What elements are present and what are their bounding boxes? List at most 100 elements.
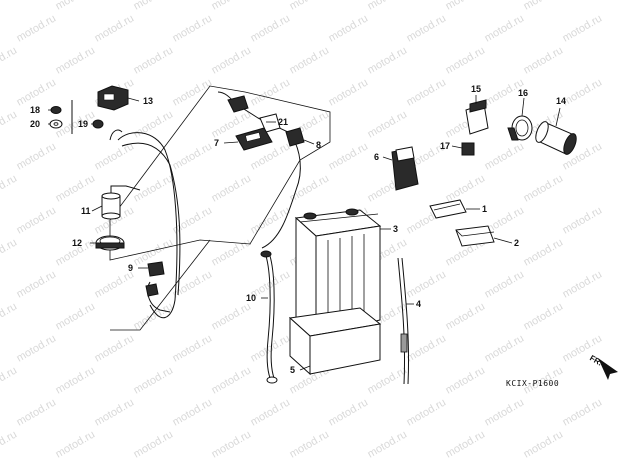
watermark-text: motod.ru [210,428,254,460]
watermark-text: motod.ru [483,140,527,172]
watermark-text: motod.ru [132,428,176,460]
part-connector-8 [285,127,305,147]
watermark-text: motod.ru [0,0,19,13]
watermark-text: motod.ru [93,268,137,300]
part-cable-10 [260,250,278,384]
watermark-text: motod.ru [405,268,449,300]
watermark-text: motod.ru [210,0,254,13]
watermark-text: motod.ru [210,172,254,204]
callout-19: 19 [78,119,88,129]
watermark-text: motod.ru [483,268,527,300]
part-coil-13 [97,85,129,111]
watermark-text: motod.ru [15,396,59,428]
watermark-text: motod.ru [249,12,293,44]
part-cover-1 [429,199,467,219]
watermark-text: motod.ru [171,396,215,428]
watermark-text: motod.ru [0,108,19,140]
cable-right [261,135,301,249]
watermark-text: motod.ru [327,140,371,172]
watermark-text: motod.ru [54,428,98,460]
watermark-text: motod.ru [0,44,19,76]
watermark-text: motod.ru [366,364,410,396]
watermark-text: motod.ru [522,300,566,332]
watermark-text: motod.ru [0,364,19,396]
watermark-text: motod.ru [249,332,293,364]
callout-17: 17 [440,141,450,151]
watermark-text: motod.ru [327,396,371,428]
watermark-text: motod.ru [249,396,293,428]
watermark-text: motod.ru [522,428,566,460]
watermark-text: motod.ru [54,44,98,76]
watermark-text: motod.ru [15,268,59,300]
part-relay-15 [465,99,489,135]
part-fuse-holder-7 [235,127,273,151]
watermark-text: motod.ru [54,300,98,332]
watermark-text: motod.ru [171,76,215,108]
watermark-text: motod.ru [93,332,137,364]
part-cylinder-14 [535,121,577,155]
part-nut-19 [92,119,104,129]
watermark-text: motod.ru [171,268,215,300]
part-regulator-6 [391,146,419,191]
watermark-text: motod.ru [405,332,449,364]
watermark-text: motod.ru [288,172,332,204]
watermark-text: motod.ru [171,332,215,364]
watermark-text: motod.ru [15,76,59,108]
cable-end [109,129,123,141]
watermark-text: motod.ru [210,364,254,396]
watermark-text: motod.ru [93,396,137,428]
watermark-text: motod.ru [15,140,59,172]
watermark-text: motod.ru [444,428,488,460]
part-bracket-16 [507,115,533,141]
main-cable [117,132,178,318]
callout-18: 18 [30,105,40,115]
watermark-text: motod.ru [288,428,332,460]
part-washer-20 [49,119,63,129]
watermark-text: motod.ru [522,172,566,204]
leader-lines [48,95,561,371]
watermark-text: motod.ru [249,76,293,108]
callout-21: 21 [278,117,288,127]
callout-10: 10 [246,293,256,303]
callout-labels: 13 18 20 19 21 7 8 11 12 9 10 5 3 4 6 1 … [30,84,604,388]
watermark-text: motod.ru [288,0,332,13]
callout-3: 3 [393,224,398,234]
harness-outline [109,85,331,261]
part-relay-17 [461,142,475,156]
callout-2: 2 [514,238,519,248]
watermark-text: motod.ru [171,12,215,44]
watermark-text: motod.ru [132,172,176,204]
watermark-text: motod.ru [54,172,98,204]
part-terminal-9 [145,261,171,313]
callout-15: 15 [471,84,481,94]
watermark-text: motod.ru [15,332,59,364]
callout-14: 14 [556,96,566,106]
callout-12: 12 [72,238,82,248]
part-clamp-12 [95,235,125,251]
watermark-text: motod.ru [366,428,410,460]
watermark-text: motod.ru [132,44,176,76]
watermark-text: motod.ru [0,300,19,332]
watermark-text: motod.ru [132,108,176,140]
callout-11: 11 [81,206,91,216]
watermark-text: motod.ru [483,396,527,428]
part-battery-box-5 [288,307,382,376]
watermark-text: motod.ru [522,236,566,268]
watermark-text: motod.ru [405,12,449,44]
watermark-text: motod.ru [444,172,488,204]
watermark-text: motod.ru [561,12,605,44]
watermark-text: motod.ru [93,12,137,44]
watermark-text: motod.ru [405,76,449,108]
watermark-text: motod.ru [522,0,566,13]
part-connector-21 [227,95,281,133]
watermark-text: motod.ru [366,0,410,13]
callout-20: 20 [30,119,40,129]
diagram-code: KCIX-P1600 [506,379,559,388]
watermark-text: motod.ru [327,76,371,108]
watermark-text: motod.ru [366,108,410,140]
part-vent-tube-4 [397,257,410,385]
callout-16: 16 [518,88,528,98]
watermark-text: motod.ru [132,364,176,396]
front-label: FR. [588,353,604,367]
